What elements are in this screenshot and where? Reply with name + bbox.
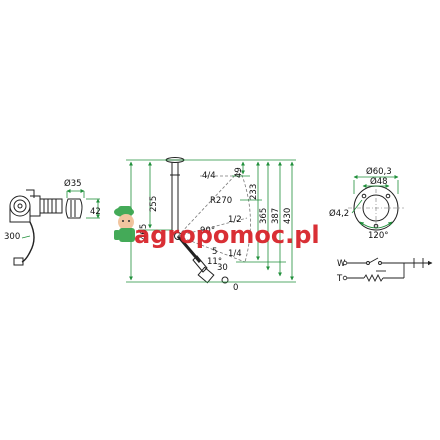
cable-plug (13, 257, 24, 266)
flange-view: Ø60,3 Ø48 Ø4,2 120° (329, 166, 404, 241)
watermark-text: agropomoc.pl (134, 221, 320, 249)
sensor-dimensions (21, 189, 100, 239)
lever-arm (174, 232, 229, 284)
flange-centerlines (348, 180, 404, 236)
dim-1-2: 1/2 (228, 215, 242, 225)
dim-1-4: 1/4 (228, 249, 242, 259)
dim-90deg: 90° (200, 226, 215, 236)
wire-label-w: W (337, 259, 346, 269)
dim-cable-300: 300 (4, 232, 20, 242)
wire-label-t: T (336, 274, 343, 284)
wiring-diagram: W T (336, 257, 433, 284)
dim-11deg: 11° (207, 257, 222, 267)
dim-233: 233 (249, 184, 259, 200)
dim-255: 255 (149, 196, 159, 212)
sensor-cable (21, 221, 35, 263)
dim-49: 49 (234, 167, 244, 178)
dim-30: 30 (217, 263, 228, 273)
lever-swing-arc (177, 169, 251, 263)
dim-diameter-35: Ø35 (64, 178, 82, 189)
mascot-logo (114, 206, 135, 242)
dim-diameter-4-2: Ø4,2 (329, 208, 349, 219)
dim-430: 430 (283, 208, 293, 224)
lever-view: 465 255 4/4 49 233 365 387 430 R270 1/2 … (126, 157, 296, 293)
watermark: agropomoc.pl (114, 206, 320, 249)
dim-387: 387 (271, 208, 281, 224)
sensor-cup (65, 198, 83, 219)
sensor-body (9, 189, 63, 223)
dim-465: 465 (139, 224, 149, 240)
dim-r270: R270 (210, 196, 232, 206)
dim-365: 365 (259, 208, 269, 224)
lever-dimension-lines (126, 159, 296, 283)
dim-height-42: 42 (90, 207, 101, 217)
dim-diameter-60-3: Ø60,3 (366, 166, 392, 177)
dim-4-4: 4/4 (202, 171, 216, 181)
dim-angle-120: 120° (368, 231, 388, 241)
dim-0: 0 (233, 283, 238, 293)
dim-diameter-48: Ø48 (370, 176, 388, 187)
resistor-symbol (363, 273, 384, 283)
sensor-detail: Ø35 42 300 (4, 178, 101, 266)
dim-5: 5 (212, 247, 217, 257)
flange-dimension-lines (351, 175, 399, 229)
switch-symbol (368, 257, 379, 264)
